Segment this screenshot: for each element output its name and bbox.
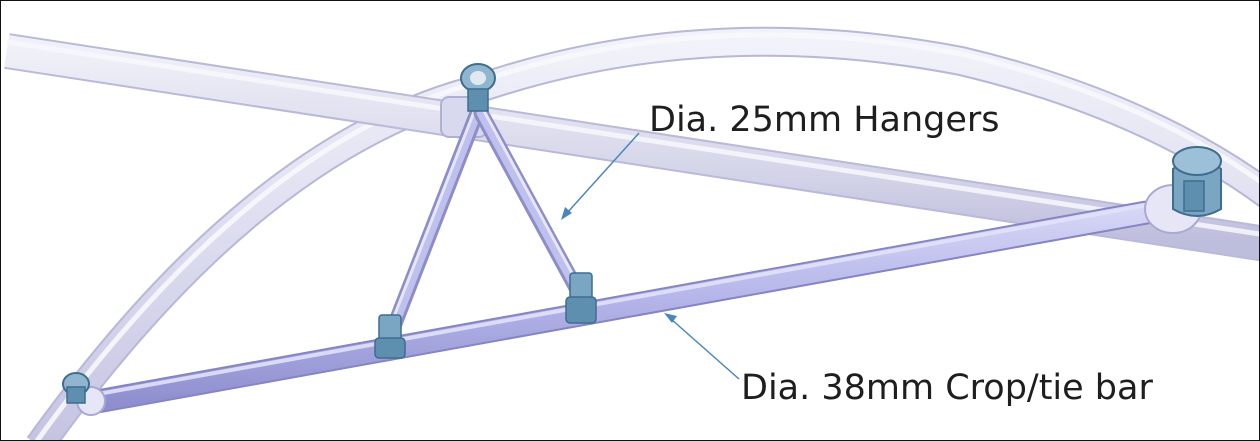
- hanger-left: [381, 105, 485, 347]
- label-crop-tie-bar: Dia. 38mm Crop/tie bar: [741, 368, 1153, 408]
- arch-tube: [26, 26, 1259, 440]
- clamp-hanger-right: [565, 272, 597, 324]
- clamp-left-arch: [62, 372, 90, 404]
- leader-crop-tie-bar: [664, 313, 740, 380]
- clamp-right-arch: [1172, 146, 1222, 217]
- crop-tie-bar: [77, 197, 1178, 415]
- clamp-hanger-left: [374, 314, 406, 359]
- label-hangers: Dia. 25mm Hangers: [649, 100, 1000, 140]
- purlin-tube: [4, 33, 1259, 262]
- clamp-top: [460, 63, 496, 112]
- leader-hangers: [561, 132, 640, 220]
- hanger-right: [473, 105, 589, 305]
